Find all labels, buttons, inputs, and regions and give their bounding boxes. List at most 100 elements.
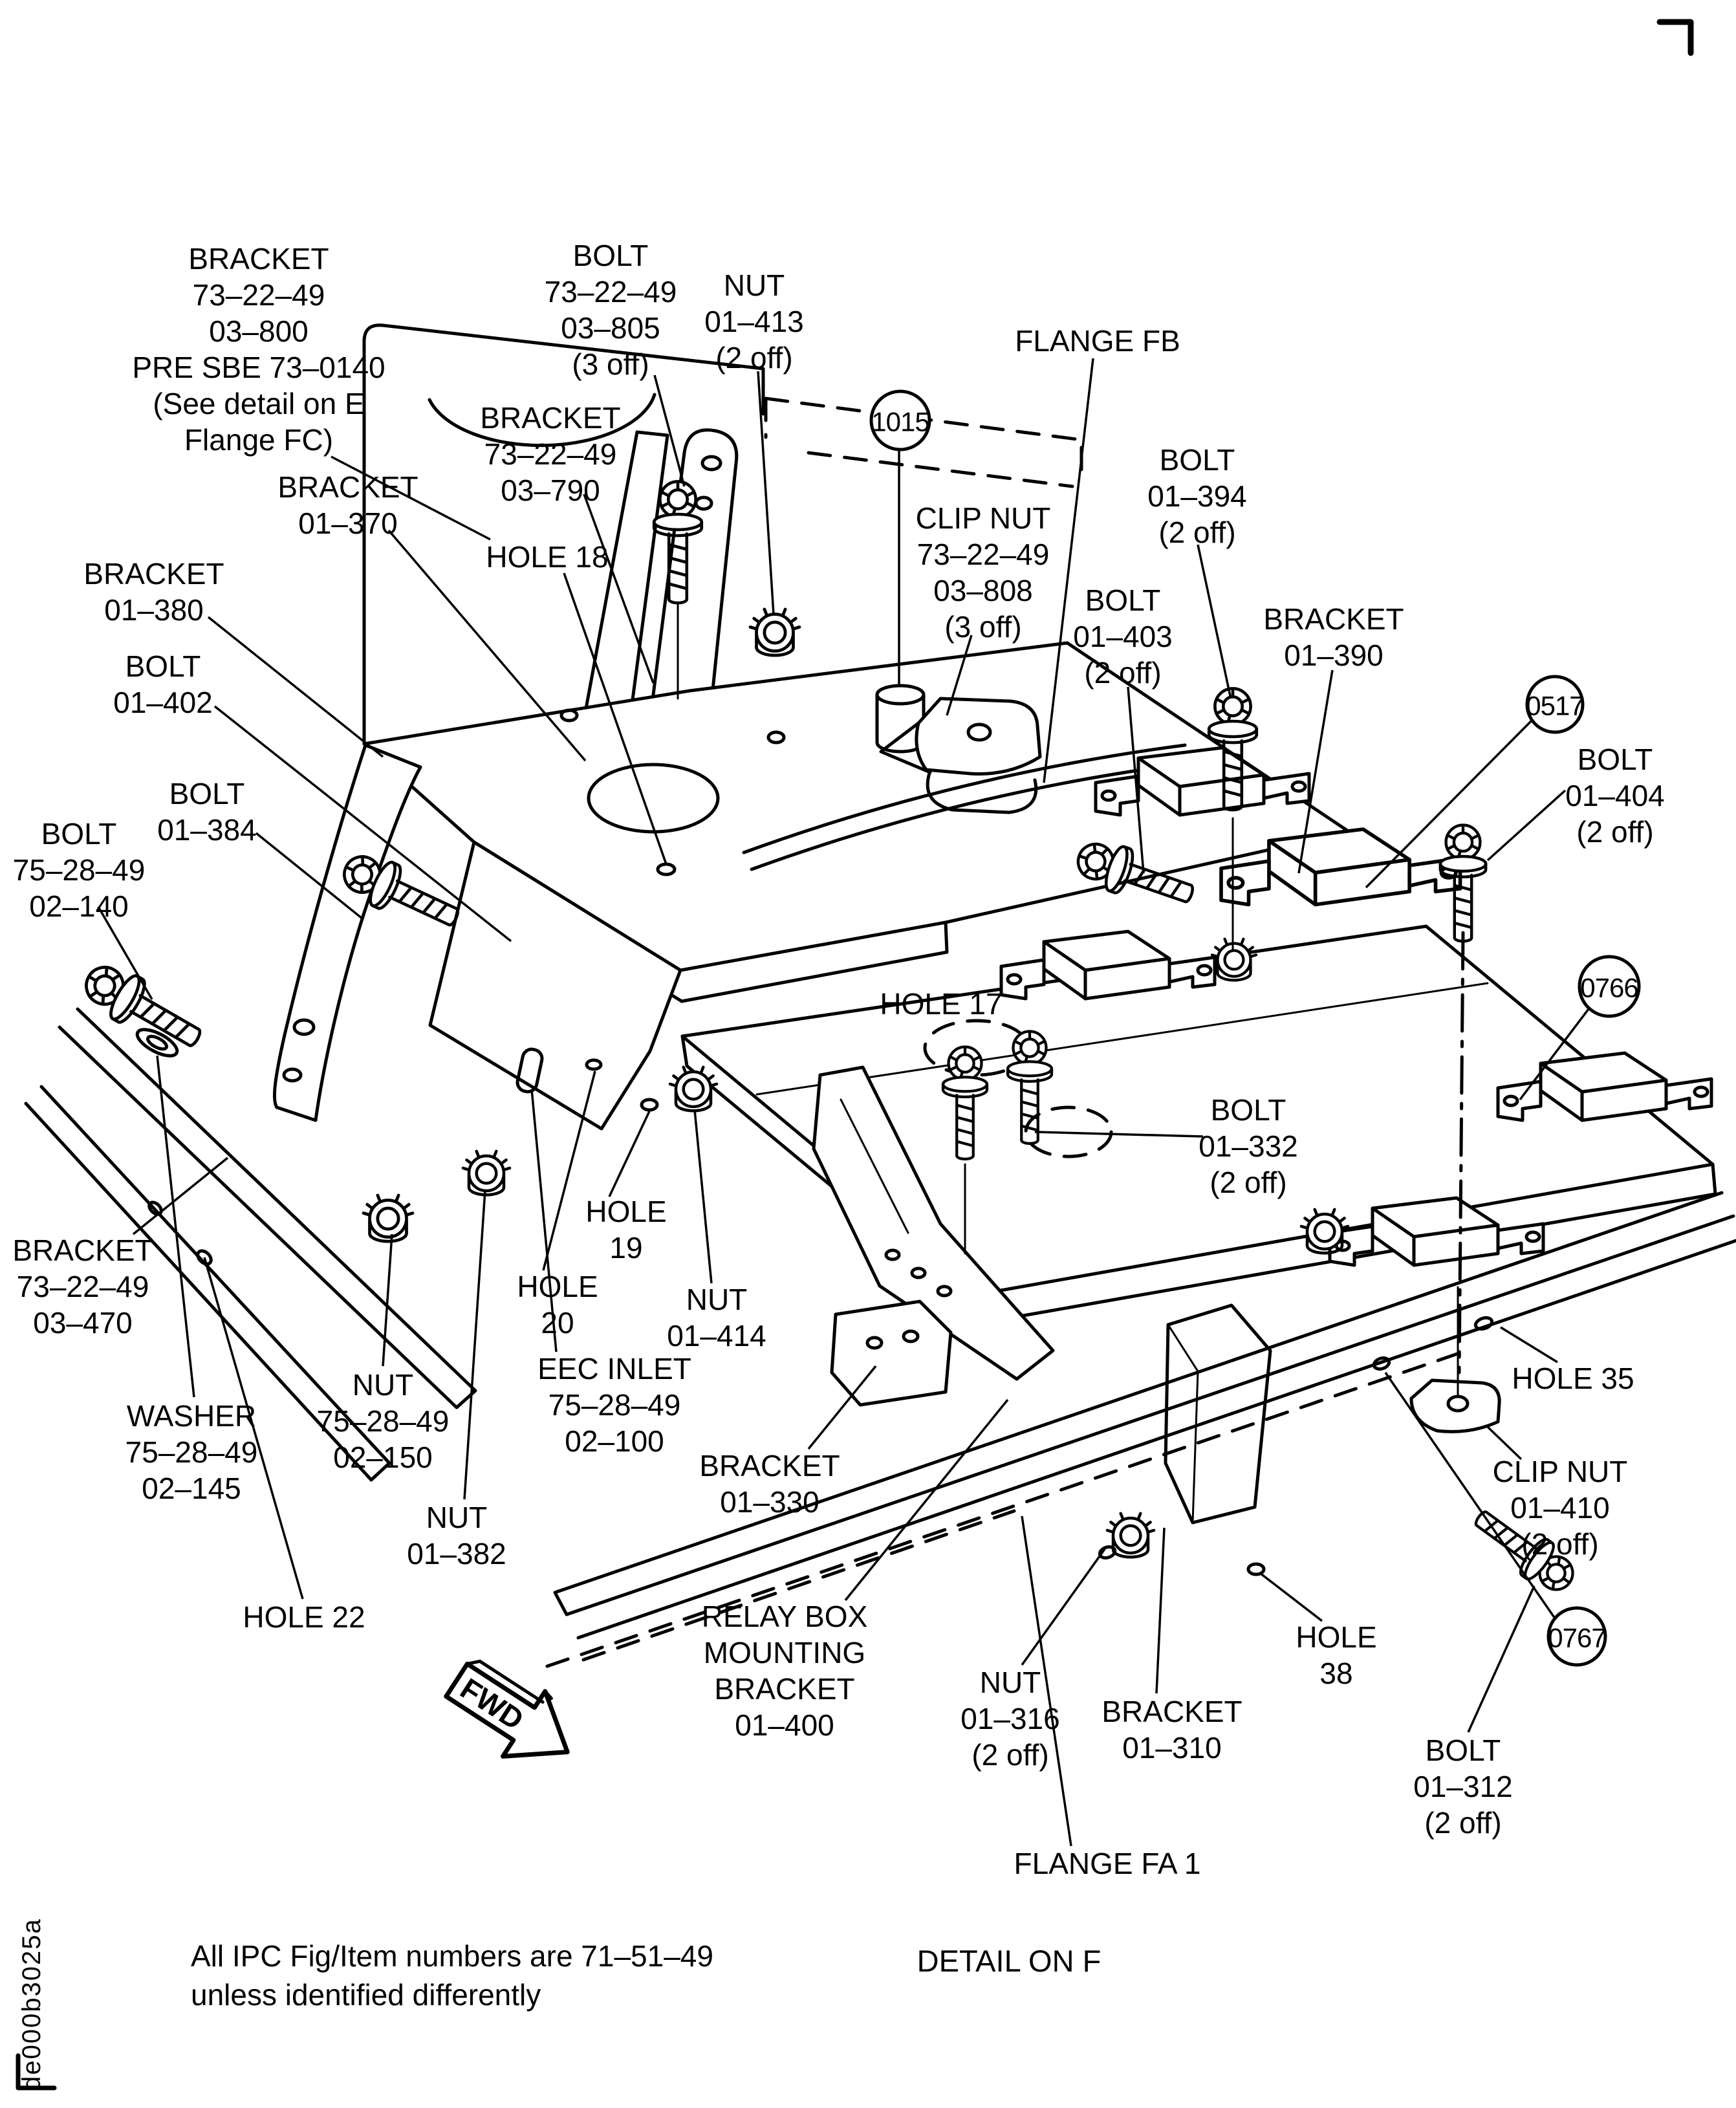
part-label-line: BRACKET xyxy=(12,1233,153,1267)
part-label-line: NUT xyxy=(353,1368,414,1402)
hole-19-hole xyxy=(640,1098,659,1112)
part-label-line: PRE SBE 73–0140 xyxy=(132,351,385,384)
part-label-line: 01–403 xyxy=(1073,620,1173,653)
part-label-line: HOLE 22 xyxy=(243,1600,365,1634)
part-label-line: BRACKET xyxy=(480,401,620,435)
part-label-line: HOLE xyxy=(1296,1620,1376,1654)
leader-bolt-01-402 xyxy=(213,705,512,942)
leader-hole-20 xyxy=(542,1070,596,1271)
balloon-item-1015: 1015 xyxy=(869,389,931,451)
part-label-line: Flange FC) xyxy=(184,423,333,457)
part-label-line: HOLE xyxy=(585,1195,666,1228)
leader-bolt-01-332 xyxy=(1034,1131,1204,1138)
balloon-number: 0517 xyxy=(1526,691,1583,721)
part-label-line: 75–28–49 xyxy=(125,1435,258,1469)
part-label-hole-22: HOLE 22 xyxy=(243,1600,365,1634)
leader-clip-nut-73-22-49-03-808 xyxy=(946,635,973,716)
part-label-line: 01–380 xyxy=(104,593,204,627)
leader-hole-38 xyxy=(1259,1572,1323,1622)
part-label-line: BRACKET xyxy=(699,1449,840,1483)
leader-bolt-01-384 xyxy=(255,832,363,920)
leader-bracket-73-22-49-03-800 xyxy=(331,455,491,541)
part-label-line: NUT xyxy=(686,1283,748,1316)
part-label-line: 03–808 xyxy=(933,574,1033,607)
part-label-flange-fb: FLANGE FB xyxy=(1015,324,1180,358)
part-label-line: 73–22–49 xyxy=(17,1270,149,1303)
part-label-line: 20 xyxy=(541,1306,574,1340)
hole-20-hole xyxy=(585,1058,603,1071)
balloon-item-0767: 0767 xyxy=(1546,1606,1607,1667)
leader-item-0517 xyxy=(1365,719,1533,889)
leader-hole-22 xyxy=(203,1257,304,1600)
part-label-line: 03–470 xyxy=(33,1306,133,1340)
part-label-line: HOLE 18 xyxy=(486,540,608,574)
corner-mark-top-right xyxy=(1656,19,1694,56)
part-label-line: RELAY BOX xyxy=(702,1600,868,1633)
part-label-line: 01–310 xyxy=(1122,1731,1222,1765)
plate-opening xyxy=(587,763,720,834)
part-label-line: BOLT xyxy=(1160,443,1235,477)
part-label-line: 01–370 xyxy=(298,506,398,540)
top-plate-skirt xyxy=(428,840,682,1131)
part-label-line: 01–384 xyxy=(157,813,257,847)
rail-hole xyxy=(1372,1356,1391,1371)
part-label-line: (2 off) xyxy=(1158,516,1235,549)
part-label-line: (3 off) xyxy=(944,610,1021,644)
part-label-line: (See detail on E xyxy=(153,387,364,420)
part-label-line: HOLE 17 xyxy=(880,987,1002,1021)
balloon-circle xyxy=(1546,1606,1607,1667)
part-label-line: 01–330 xyxy=(720,1485,819,1519)
balloon-circle xyxy=(1525,675,1585,734)
arm-hole xyxy=(292,1018,316,1036)
part-label-line: FLANGE FB xyxy=(1015,324,1180,358)
part-label-line: BOLT xyxy=(169,777,245,810)
part-label-line: 01–410 xyxy=(1510,1491,1610,1525)
clip-nut-01-410-part xyxy=(1409,1378,1501,1433)
leader-clip-nut-01-410 xyxy=(1486,1426,1523,1461)
balloon-number: 1015 xyxy=(871,407,929,437)
part-label-line: 03–800 xyxy=(209,314,309,348)
upper-case-outline xyxy=(362,323,765,746)
hole-38-hole xyxy=(1246,1562,1266,1576)
leader-bolt-01-403 xyxy=(1127,686,1145,874)
exploded-view-drawing: FWD xyxy=(16,19,1736,2091)
fwd-arrow: FWD xyxy=(444,1659,570,1759)
part-label-line: (3 off) xyxy=(572,347,649,381)
leader-bracket-01-380 xyxy=(207,616,384,758)
part-label-line: 01–332 xyxy=(1199,1129,1298,1163)
hole-35-hole xyxy=(1473,1316,1494,1331)
part-label-hole-18: HOLE 18 xyxy=(486,540,608,574)
part-label-line: 01–390 xyxy=(1284,638,1383,672)
part-label-line: NUT xyxy=(980,1666,1041,1699)
clip-nut-03-808-part xyxy=(879,697,1042,814)
part-label-line: 01–402 xyxy=(113,686,213,719)
part-label-line: 75–28–49 xyxy=(548,1388,681,1422)
small-hole xyxy=(559,708,579,723)
leader-item-0766 xyxy=(1519,1008,1590,1101)
part-label-line: BOLT xyxy=(1211,1093,1286,1127)
leader-nut-01-413 xyxy=(757,371,775,615)
leader-flange-fa-1 xyxy=(1021,1516,1072,1847)
leader-item-0767 xyxy=(1384,1372,1556,1619)
part-label-line: 02–140 xyxy=(29,889,129,923)
part-label-line: 01–414 xyxy=(667,1319,766,1353)
part-label-line: MOUNTING xyxy=(704,1636,865,1669)
part-label-line: 38 xyxy=(1319,1657,1352,1690)
part-label-line: BRACKET xyxy=(188,242,329,276)
bracket-01-330-part xyxy=(830,1299,953,1407)
part-label-line: 73–22–49 xyxy=(484,437,617,471)
part-label-line: BOLT xyxy=(1426,1733,1501,1767)
balloon-circle xyxy=(1578,955,1641,1018)
part-label-line: NUT xyxy=(426,1501,488,1534)
